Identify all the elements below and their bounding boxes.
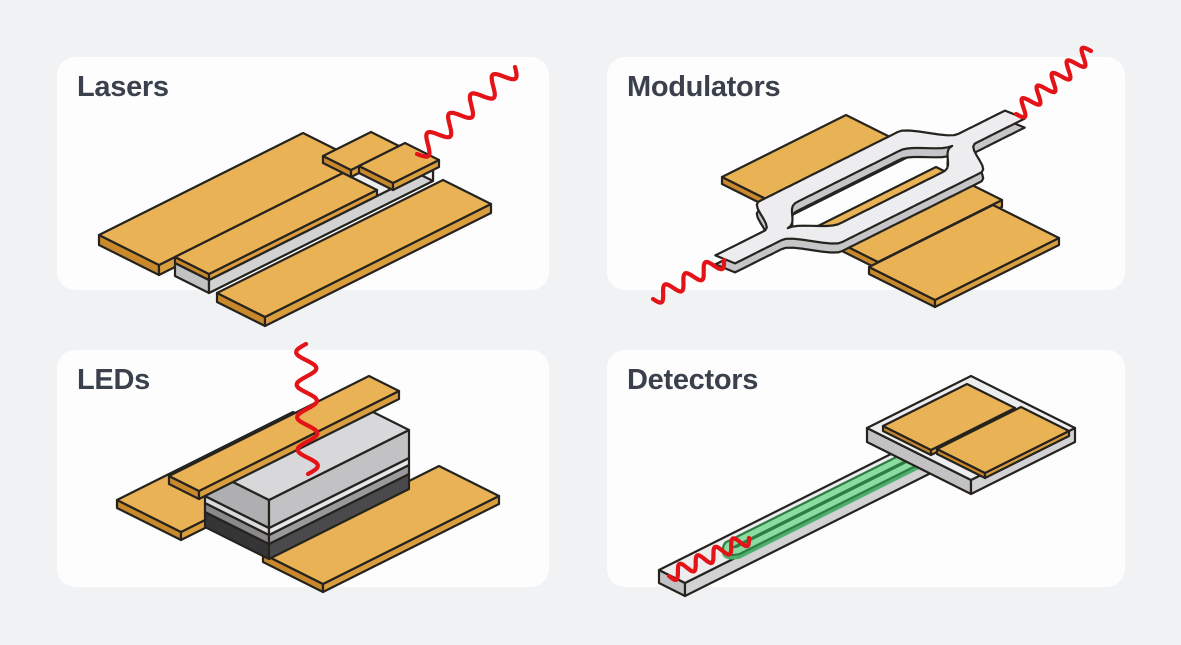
card-lasers: Lasers xyxy=(57,57,549,328)
detector-germanium-stripe xyxy=(724,450,925,554)
detector-input-wave-icon xyxy=(666,535,752,582)
bond-pad xyxy=(321,154,353,179)
gold-contact-pad xyxy=(321,494,501,594)
top-layer xyxy=(267,428,411,530)
bond-pad xyxy=(321,130,401,172)
waveguide-bar xyxy=(657,568,687,598)
detector-stripe-side xyxy=(721,452,927,560)
electrode-pad xyxy=(786,146,914,219)
detector-stripe-outline xyxy=(721,448,927,557)
gold-base-pad xyxy=(115,498,183,542)
waveguide-ridge xyxy=(173,261,211,295)
detector-platform xyxy=(865,374,1077,482)
semiconductor-layer xyxy=(203,431,411,537)
electrode-pad xyxy=(810,227,880,271)
gold-contact-pad xyxy=(261,552,325,594)
bond-pad xyxy=(349,144,401,179)
waveguide-ridge xyxy=(173,149,435,282)
gold-top-electrode xyxy=(167,374,401,493)
gold-contact-pad xyxy=(935,405,1071,475)
gold-top-electrode xyxy=(197,389,401,501)
ridge-gold-top xyxy=(207,188,379,282)
ridge-gold-top xyxy=(173,255,211,282)
semiconductor-layer xyxy=(203,501,271,546)
led-emission-wave-icon xyxy=(294,341,320,477)
active-layer xyxy=(203,424,411,530)
gold-contact-pad xyxy=(929,406,1017,457)
card-title-leds: LEDs xyxy=(77,364,150,396)
gold-contact-pad xyxy=(881,382,1017,452)
detector-platform xyxy=(969,426,1077,496)
laser-facet xyxy=(397,149,435,183)
bond-pad xyxy=(357,141,441,185)
gold-contact-pad xyxy=(263,202,493,328)
semiconductor-layer xyxy=(267,463,411,546)
electrode-pad xyxy=(720,113,914,212)
substrate-layer xyxy=(203,510,271,561)
ridge-gold-top xyxy=(173,171,379,276)
modulator-output-wave-icon xyxy=(1013,45,1094,120)
card-title-lasers: Lasers xyxy=(77,71,169,103)
lasers-scene xyxy=(97,64,519,328)
card-title-modulators: Modulators xyxy=(627,71,781,103)
gold-contact-pad xyxy=(935,447,987,480)
electrode-pad xyxy=(933,236,1061,309)
gold-top-electrode xyxy=(167,474,201,501)
bond-pad xyxy=(391,158,441,192)
gold-contact-pad xyxy=(215,291,267,328)
detector-platform xyxy=(865,426,973,496)
waveguide-bar xyxy=(657,444,935,585)
substrate-layer xyxy=(203,440,411,546)
gold-contact-pad xyxy=(881,424,933,457)
active-layer xyxy=(267,456,411,537)
gold-contact-pad xyxy=(157,161,365,277)
waveguide-ridge xyxy=(207,166,435,295)
gold-base-pad xyxy=(115,410,359,534)
mzi-waveguide-loop xyxy=(714,109,1026,265)
laser-output-wave-icon xyxy=(414,64,519,159)
gold-contact-pad xyxy=(97,131,365,267)
card-modulators: Modulators xyxy=(607,45,1125,309)
substrate-layer xyxy=(267,472,411,561)
active-layer xyxy=(203,494,271,537)
electrode-pad xyxy=(720,175,790,219)
top-layer xyxy=(203,396,411,502)
electrode-pad xyxy=(876,198,1004,271)
electrode-pad xyxy=(810,165,1004,264)
card-title-detectors: Detectors xyxy=(627,364,759,396)
card-detectors: Detectors xyxy=(607,350,1125,598)
gold-contact-pad xyxy=(97,233,161,277)
gold-contact-pad xyxy=(983,429,1071,480)
bond-pad xyxy=(357,164,395,192)
top-layer xyxy=(203,466,271,530)
waveguide-bar xyxy=(683,457,935,598)
electrode-pad xyxy=(867,265,937,309)
modulator-input-wave-icon xyxy=(650,257,727,305)
gold-base-pad xyxy=(179,442,359,542)
electrode-pad xyxy=(867,203,1061,302)
gold-contact-pad xyxy=(215,178,493,319)
leds-scene xyxy=(115,341,501,594)
gold-contact-pad xyxy=(261,464,501,586)
mzi-sidewall xyxy=(714,118,1026,274)
detectors-scene xyxy=(657,374,1077,598)
card-leds: LEDs xyxy=(57,341,549,594)
